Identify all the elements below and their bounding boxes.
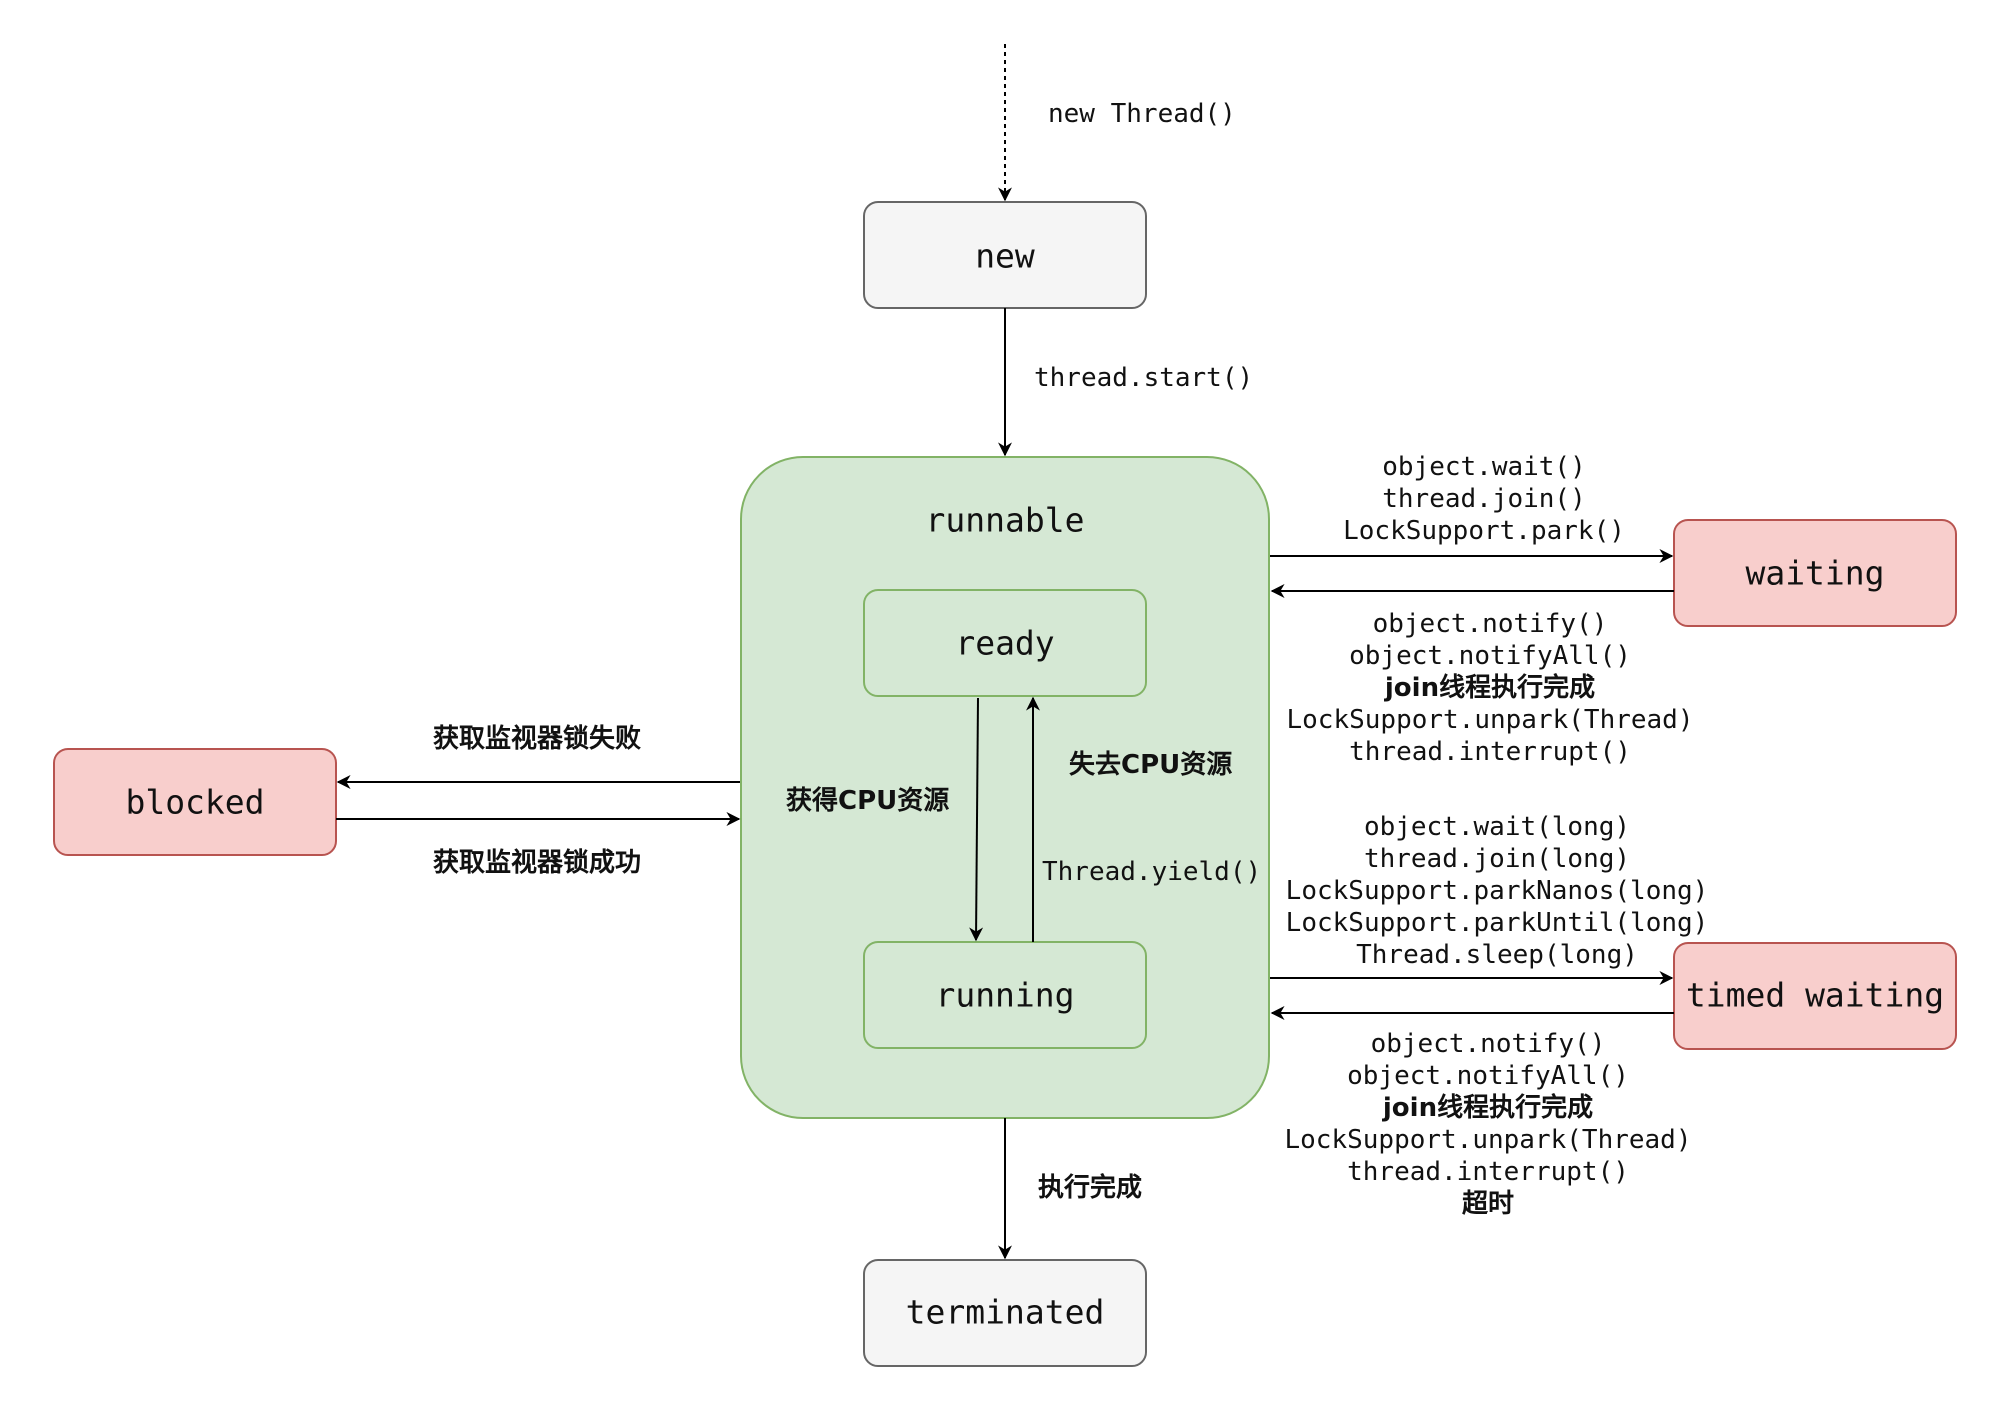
state-blocked-label: blocked [125,783,264,822]
transition-line: object.notify() [1371,1029,1606,1059]
state-timed-waiting: timed waiting [1673,942,1957,1050]
transition-line: object.notifyAll() [1349,641,1631,671]
transition-line: LockSupport.unpark(Thread) [1287,705,1694,735]
state-waiting: waiting [1673,519,1957,627]
state-new: new [863,201,1147,309]
transition-line: LockSupport.parkNanos(long) [1286,876,1709,906]
state-running-label: running [935,976,1074,1015]
state-running: running [863,941,1147,1049]
transition-line: object.notify() [1373,609,1608,639]
transition-line: thread.interrupt() [1349,737,1631,767]
transition-line: thread.join(long) [1364,844,1630,874]
state-runnable-label: runnable [926,501,1085,540]
label-lose-cpu: 失去CPU资源 [1069,750,1232,780]
label-lock-fail: 获取监视器锁失败 [433,723,641,754]
state-new-label: new [975,237,1035,276]
transition-line: Thread.sleep(long) [1356,940,1638,970]
label-finish: 执行完成 [1038,1172,1142,1203]
transition-line: object.notifyAll() [1347,1061,1629,1091]
label-lock-success: 获取监视器锁成功 [433,847,641,878]
transition-line: join线程执行完成 [1384,672,1595,703]
label-yield: Thread.yield() [1042,857,1261,887]
state-timed-waiting-label: timed waiting [1686,976,1944,1015]
label-group-to-timed-waiting: object.wait(long)thread.join(long)LockSu… [1286,812,1709,970]
transition-line: thread.join() [1382,484,1586,514]
label-create: new Thread() [1048,99,1236,129]
transition-line: object.wait() [1382,452,1586,482]
transition-line: thread.interrupt() [1347,1157,1629,1187]
state-terminated-label: terminated [906,1293,1105,1332]
label-group-from-waiting: object.notify()object.notifyAll()join线程执… [1287,609,1694,767]
transition-line: join线程执行完成 [1382,1092,1593,1123]
transition-line: LockSupport.park() [1343,516,1625,546]
label-group-to-waiting: object.wait()thread.join()LockSupport.pa… [1343,452,1625,546]
state-waiting-label: waiting [1745,554,1884,593]
state-blocked: blocked [53,748,337,856]
transition-line: 超时 [1462,1189,1514,1219]
label-group-from-timed-waiting: object.notify()object.notifyAll()join线程执… [1285,1029,1692,1219]
state-terminated: terminated [863,1259,1147,1367]
state-ready-label: ready [955,624,1054,663]
label-get-cpu: 获得CPU资源 [786,786,949,816]
label-start: thread.start() [1034,363,1253,393]
transition-line: object.wait(long) [1364,812,1630,842]
transition-line: LockSupport.unpark(Thread) [1285,1125,1692,1155]
arrow-get-cpu [969,697,984,942]
transition-line: LockSupport.parkUntil(long) [1286,908,1709,938]
state-ready: ready [863,589,1147,697]
